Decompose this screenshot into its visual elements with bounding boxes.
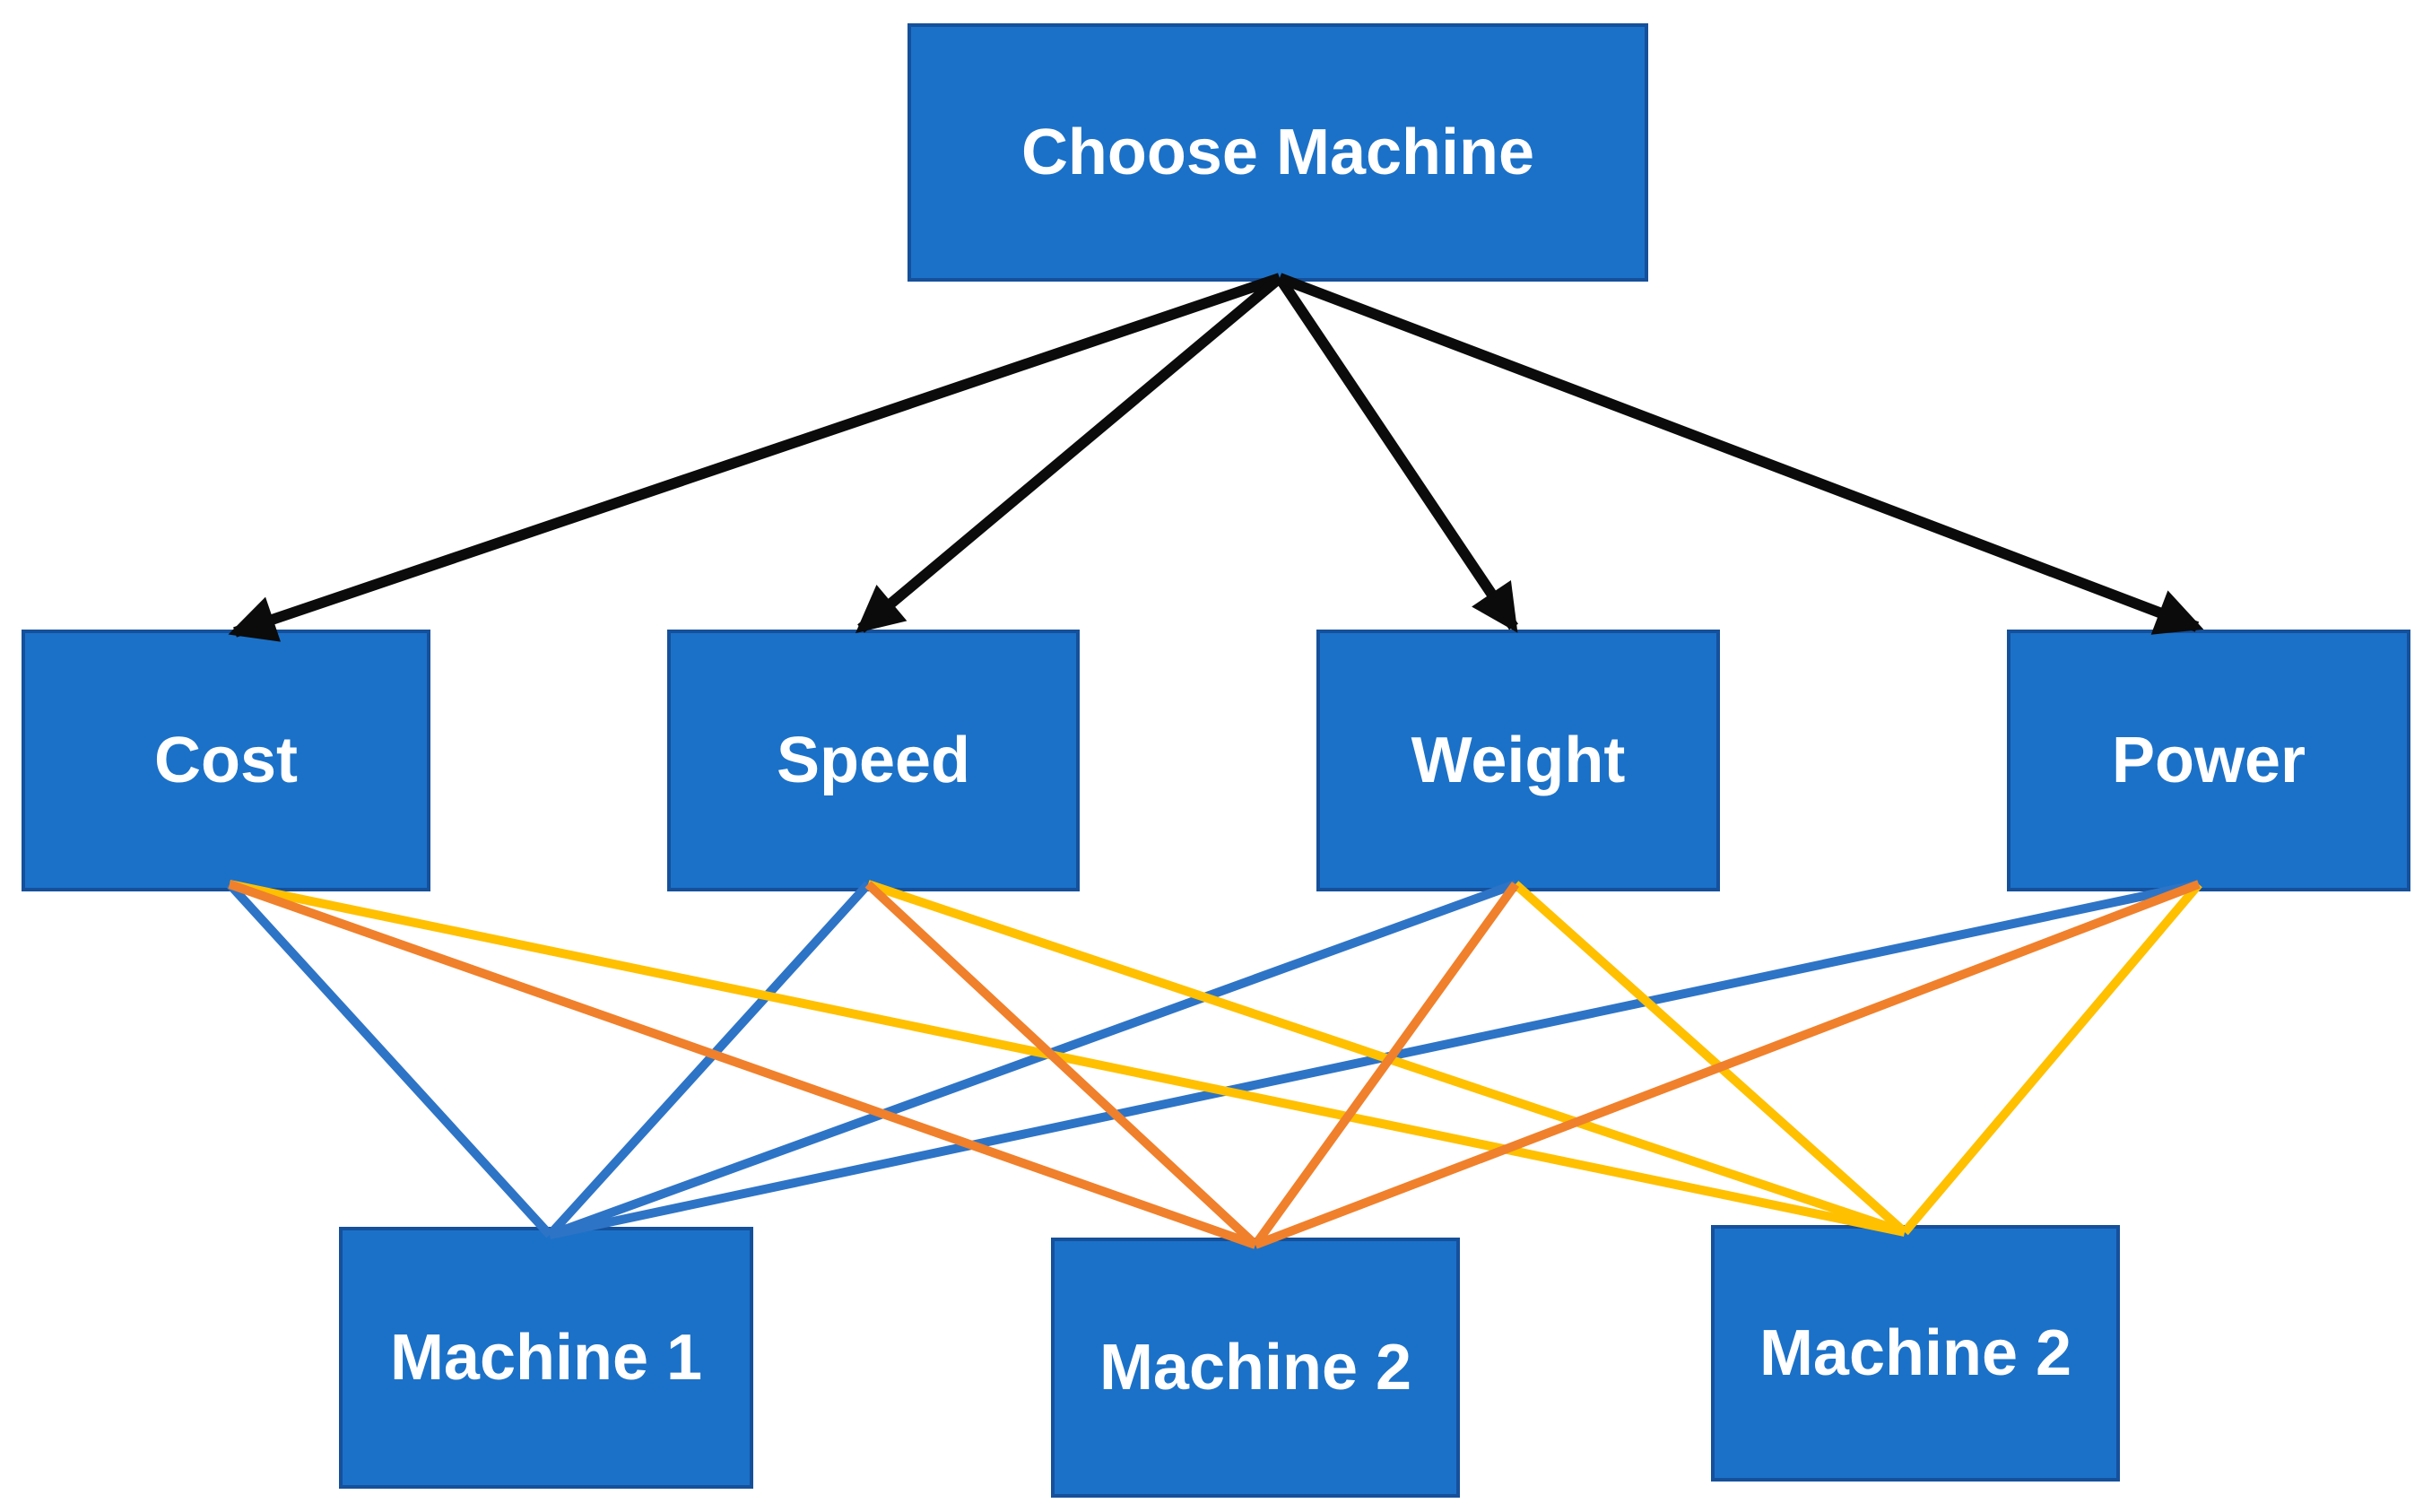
node-speed-label: Speed xyxy=(776,725,971,796)
edge-lines xyxy=(226,273,2204,1249)
edge-weight-to-machine-1 xyxy=(548,880,1517,1239)
node-criterion-speed: Speed xyxy=(667,630,1080,891)
edge-power-to-machine-1 xyxy=(548,880,2201,1239)
edge-weight-to-machine-2a xyxy=(1251,882,1520,1247)
node-cost-label: Cost xyxy=(154,725,298,796)
arrow-goal-to-power xyxy=(1277,273,2204,635)
arrow-goal-to-speed xyxy=(855,274,1283,634)
edge-speed-to-machine-2b xyxy=(866,880,1906,1237)
node-machine-2-middle-label: Machine 2 xyxy=(1099,1332,1412,1403)
arrow-goal-to-cost xyxy=(228,273,1281,642)
node-alternative-machine-2-right: Machine 2 xyxy=(1711,1225,2120,1482)
node-machine-2-right-label: Machine 2 xyxy=(1759,1317,2072,1389)
node-alternative-machine-2-middle: Machine 2 xyxy=(1051,1238,1460,1498)
edge-cost-to-machine-1 xyxy=(226,881,553,1238)
arrow-goal-to-weight xyxy=(1275,274,1518,633)
edge-speed-to-machine-1 xyxy=(546,881,872,1238)
node-alternative-machine-1: Machine 1 xyxy=(339,1227,753,1489)
node-criterion-power: Power xyxy=(2007,630,2410,891)
edge-cost-to-machine-2b xyxy=(228,880,1906,1237)
node-goal-label: Choose Machine xyxy=(1020,117,1535,188)
node-power-label: Power xyxy=(2111,725,2306,796)
edge-weight-to-machine-2b xyxy=(1512,881,1908,1236)
node-weight-label: Weight xyxy=(1411,725,1626,796)
edge-cost-to-machine-2a xyxy=(228,880,1257,1249)
node-goal-choose-machine: Choose Machine xyxy=(908,23,1648,282)
node-machine-1-label: Machine 1 xyxy=(389,1322,703,1394)
node-criterion-cost: Cost xyxy=(22,630,430,891)
edge-speed-to-machine-2a xyxy=(864,881,1259,1248)
edge-power-to-machine-2b xyxy=(1901,881,2202,1236)
node-criterion-weight: Weight xyxy=(1316,630,1720,891)
edge-power-to-machine-2a xyxy=(1254,880,2201,1249)
